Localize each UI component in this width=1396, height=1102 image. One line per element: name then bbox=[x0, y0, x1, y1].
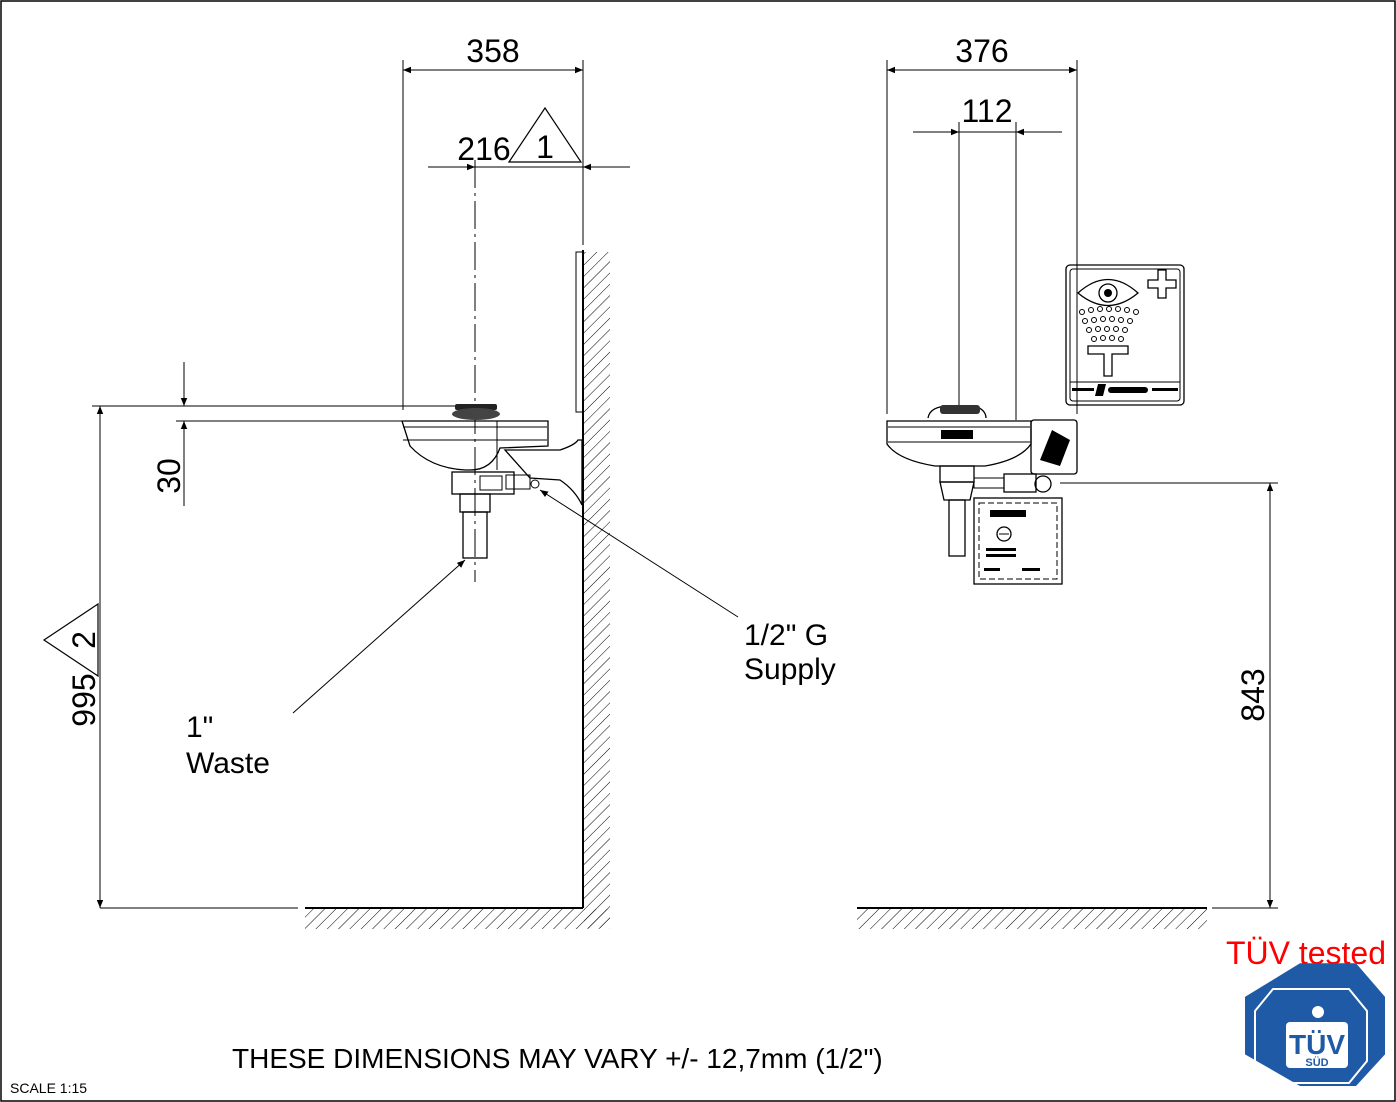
eye-icon bbox=[1077, 279, 1139, 306]
floor-hatch bbox=[305, 909, 610, 929]
dimension-216: 216 bbox=[457, 131, 510, 167]
supply-valve-front bbox=[1034, 475, 1052, 493]
front-view: 376 112 843 bbox=[857, 33, 1278, 929]
dimension-358: 358 bbox=[466, 33, 519, 69]
badge-tuv-text: TÜV bbox=[1289, 1029, 1345, 1060]
supply-label-size: 1/2" G bbox=[744, 619, 828, 652]
scale-label: SCALE 1:15 bbox=[10, 1080, 87, 1096]
dimension-30: 30 bbox=[151, 458, 187, 494]
wall-hatch bbox=[584, 252, 610, 928]
bowl-front-outline bbox=[886, 420, 1032, 467]
note-triangle-2 bbox=[42, 602, 99, 678]
sign-frame bbox=[1065, 264, 1185, 406]
eyewash-symbol-icon bbox=[1087, 345, 1129, 377]
wall-bracket bbox=[503, 439, 583, 506]
bowl-logo-plate bbox=[941, 430, 973, 439]
push-handle bbox=[1030, 419, 1078, 475]
waste-leader bbox=[292, 559, 466, 714]
dimension-112: 112 bbox=[961, 93, 1012, 129]
waste-pipe bbox=[462, 511, 488, 559]
badge-sud-text: SÜD bbox=[1305, 1056, 1328, 1069]
supply-leader bbox=[539, 489, 739, 618]
waste-label: Waste bbox=[186, 747, 270, 780]
instruction-plate bbox=[973, 497, 1063, 585]
badge-seal-icon bbox=[1312, 1006, 1324, 1018]
eyewash-bowl-side bbox=[401, 404, 583, 559]
valve-body bbox=[451, 471, 515, 495]
floor-hatch bbox=[857, 909, 1207, 929]
dimension-376: 376 bbox=[955, 33, 1008, 69]
brand-logo-icon bbox=[1095, 384, 1106, 396]
note-triangle-1 bbox=[507, 106, 583, 163]
waste-pipe-front bbox=[948, 499, 966, 557]
dimension-995: 995 bbox=[66, 673, 102, 726]
waste-label-size: 1" bbox=[186, 711, 213, 744]
tolerance-note: THESE DIMENSIONS MAY VARY +/- 12,7mm (1/… bbox=[232, 1043, 883, 1074]
eyewash-sign bbox=[1065, 264, 1185, 406]
hand-push-icon bbox=[1040, 430, 1070, 466]
tuv-sud-badge: TÜV SÜD bbox=[1245, 963, 1385, 1086]
spray-dots-icon bbox=[1079, 306, 1139, 342]
wall-plate bbox=[575, 251, 584, 413]
spray-head-cap bbox=[452, 408, 500, 420]
dimension-843: 843 bbox=[1235, 668, 1271, 721]
first-aid-cross-icon bbox=[1147, 269, 1177, 299]
note-number-2: 2 bbox=[66, 631, 102, 649]
bowl-outline bbox=[401, 420, 549, 471]
supply-label: Supply bbox=[744, 653, 836, 686]
spray-head bbox=[455, 404, 497, 410]
eyewash-bowl-front bbox=[886, 405, 1078, 585]
note-number-1: 1 bbox=[536, 129, 554, 165]
side-view: 358 216 1 30 995 2 bbox=[42, 33, 836, 929]
